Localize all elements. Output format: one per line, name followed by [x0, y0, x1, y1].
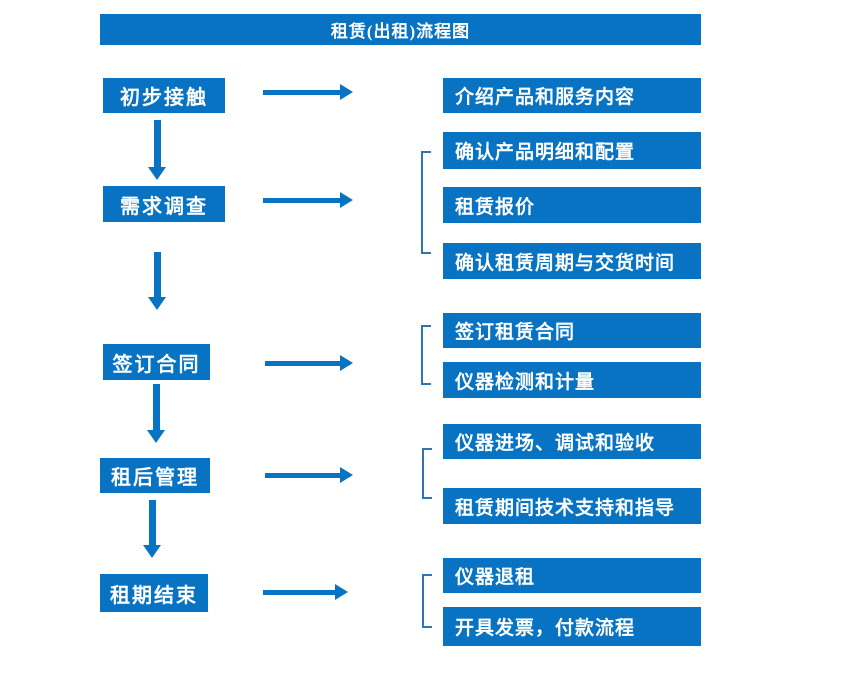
group-bracket-demand-survey	[421, 151, 431, 254]
arrow-head-down-icon	[143, 545, 161, 558]
arrow-head-down-icon	[148, 297, 166, 310]
arrow-head-right-icon	[340, 467, 353, 483]
flow-arrow-down-2	[148, 252, 167, 310]
arrow-shaft	[154, 120, 161, 168]
arrow-shaft	[149, 500, 156, 546]
arrow-head-down-icon	[147, 430, 165, 443]
flow-arrow-down-3	[147, 384, 166, 443]
arrow-head-right-icon	[335, 584, 348, 600]
arrow-head-right-icon	[340, 192, 353, 208]
arrow-head-right-icon	[340, 84, 353, 100]
arrow-shaft	[263, 90, 340, 95]
arrow-shaft	[263, 590, 335, 595]
flow-arrow-right-3	[265, 355, 353, 372]
stage-box-lease-end: 租期结束	[100, 574, 208, 612]
arrow-shaft	[265, 361, 340, 366]
detail-box-introduce-products: 介绍产品和服务内容	[443, 78, 701, 113]
detail-box-sign-rental-contract: 签订租赁合同	[443, 313, 701, 348]
stage-box-sign-contract: 签订合同	[103, 344, 210, 380]
diagram-title: 租赁(出租)流程图	[100, 14, 701, 45]
stage-box-demand-survey: 需求调查	[103, 186, 225, 222]
detail-box-instrument-return: 仪器退租	[443, 558, 701, 593]
arrow-head-right-icon	[340, 355, 353, 371]
arrow-shaft	[265, 473, 340, 478]
flow-arrow-right-5	[263, 584, 348, 601]
detail-box-confirm-product-details: 确认产品明细和配置	[443, 132, 701, 169]
detail-box-confirm-rental-period: 确认租赁周期与交货时间	[443, 243, 701, 279]
flow-arrow-right-2	[263, 192, 353, 209]
arrow-shaft	[154, 252, 161, 298]
flow-arrow-down-1	[148, 120, 167, 180]
detail-box-technical-support: 租赁期间技术支持和指导	[443, 488, 701, 524]
group-bracket-lease-end	[422, 574, 432, 628]
group-bracket-sign-contract	[421, 325, 431, 385]
detail-box-rental-quote: 租赁报价	[443, 187, 701, 223]
stage-box-initial-contact: 初步接触	[103, 78, 225, 113]
flow-arrow-right-1	[263, 84, 353, 101]
flow-arrow-down-4	[143, 500, 162, 558]
stage-box-post-rental-management: 租后管理	[100, 458, 210, 493]
arrow-head-down-icon	[148, 167, 166, 180]
detail-box-instrument-testing: 仪器检测和计量	[443, 362, 701, 398]
group-bracket-post-rental	[422, 448, 432, 499]
arrow-shaft	[153, 384, 160, 431]
detail-box-invoice-payment: 开具发票，付款流程	[443, 607, 701, 646]
detail-box-instrument-arrival: 仪器进场、调试和验收	[443, 424, 701, 459]
flow-arrow-right-4	[265, 467, 353, 484]
arrow-shaft	[263, 198, 340, 203]
